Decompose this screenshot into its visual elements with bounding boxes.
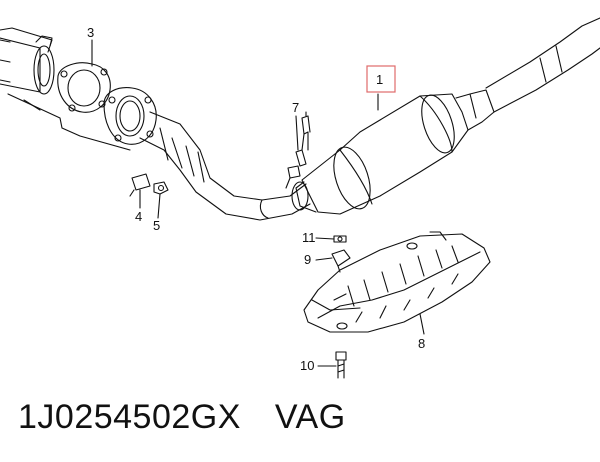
part-number: 1J0254502GX: [18, 398, 241, 436]
callout-11: 11: [302, 230, 316, 245]
shield-fasteners: [331, 235, 351, 379]
heat-shield: [303, 231, 491, 333]
callout-4: 4: [135, 209, 142, 224]
oxygen-sensor: [285, 111, 311, 189]
callout-10: 10: [300, 358, 314, 373]
front-pipe-flange: [103, 87, 157, 145]
flange-gasket: [57, 62, 111, 113]
callout-8: 8: [418, 336, 425, 351]
catalytic-converter: [295, 89, 495, 215]
leader-lines: [91, 39, 425, 367]
brand-name: VAG: [274, 398, 346, 436]
part-caption: 1J0254502GX VAG: [18, 398, 346, 437]
exhaust-manifold: [0, 27, 131, 151]
front-pipe: [139, 111, 311, 221]
callout-3: 3: [87, 25, 94, 40]
tail-pipe: [485, 17, 600, 113]
callout-9: 9: [304, 252, 311, 267]
callout-7: 7: [292, 100, 299, 115]
bolt-and-nut: [129, 173, 169, 197]
callout-1: 1: [376, 72, 383, 87]
callout-1-highlight: [366, 65, 396, 93]
callout-5: 5: [153, 218, 160, 233]
